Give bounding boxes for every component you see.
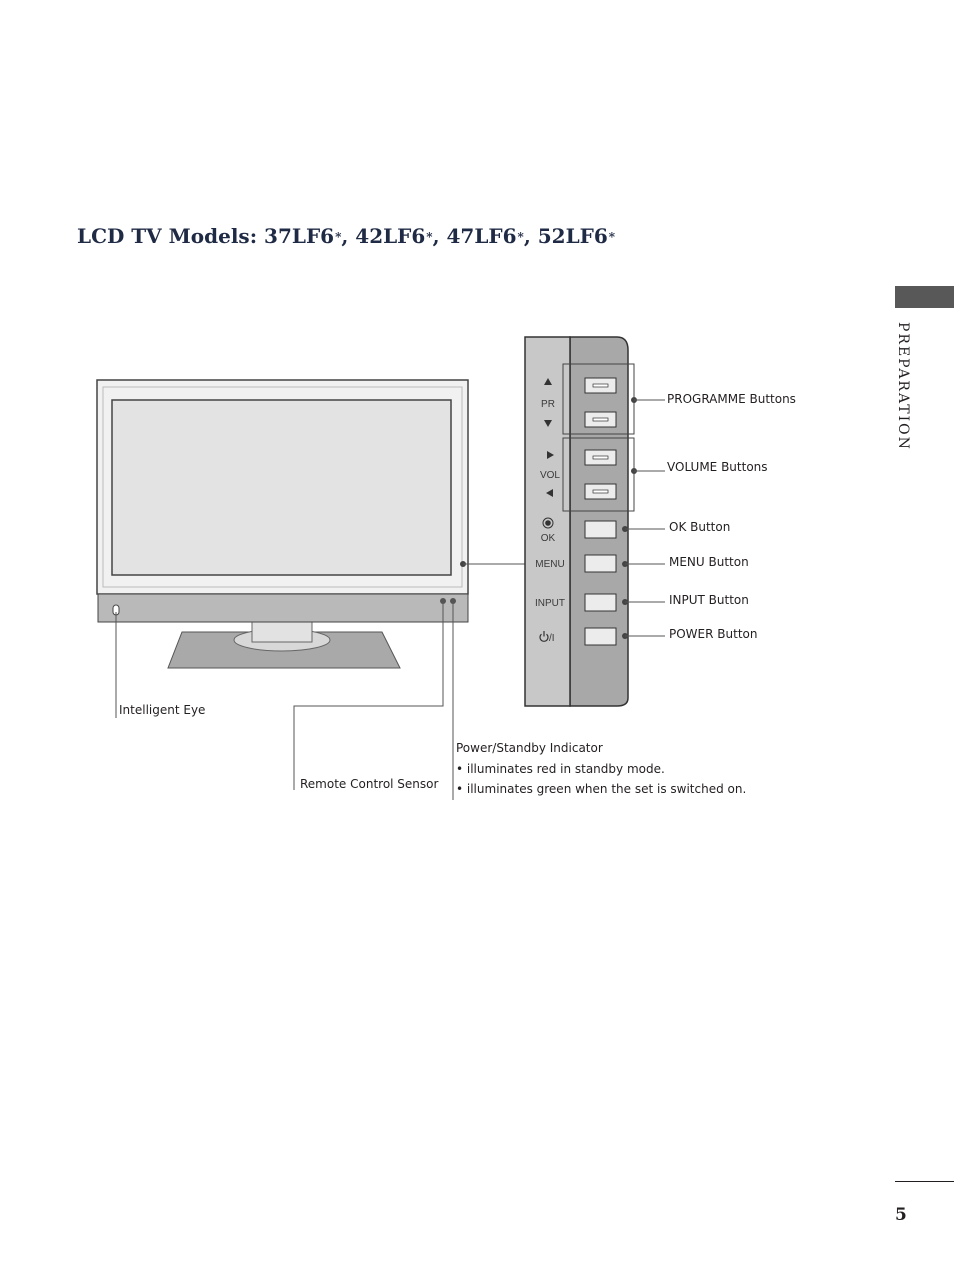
power-icon [539, 631, 549, 642]
section-label: PREPARATION [895, 322, 917, 452]
tv-stand-neck [251, 621, 313, 643]
triangle-down-icon [544, 420, 552, 427]
ok-circle-icon [542, 517, 554, 529]
model-separator: , [432, 224, 447, 248]
power-indicator-dot [450, 598, 456, 604]
pr-up-button[interactable] [584, 377, 617, 394]
vol-label: VOL [540, 470, 560, 481]
remote-sensor-label: Remote Control Sensor [300, 777, 439, 791]
power-button-label: POWER Button [669, 627, 758, 641]
pr-down-button[interactable] [584, 411, 617, 428]
model-separator: , [341, 224, 356, 248]
power-label: /I [549, 633, 555, 644]
indicator-note-standby: • illuminates red in standby mode. [456, 762, 665, 776]
triangle-left-icon [546, 489, 553, 497]
model-42: 42LF6 [355, 224, 426, 248]
indicator-note-on: • illuminates green when the set is swit… [456, 782, 747, 796]
remote-sensor-dot [440, 598, 446, 604]
pr-label: PR [541, 399, 555, 410]
programme-buttons-label: PROGRAMME Buttons [667, 392, 796, 406]
volume-group-bracket [562, 437, 635, 512]
section-label-text: PREPARATION [895, 322, 911, 451]
triangle-up-icon [544, 378, 552, 385]
ok-button[interactable] [584, 520, 617, 539]
model-47: 47LF6 [446, 224, 517, 248]
model-marker: * [335, 230, 342, 244]
indicator-title: Power/Standby Indicator [456, 741, 603, 755]
model-52: 52LF6 [537, 224, 608, 248]
model-marker: * [426, 230, 433, 244]
title-prefix: LCD TV Models: [77, 224, 265, 248]
volume-buttons-label: VOLUME Buttons [667, 460, 768, 474]
triangle-right-icon [547, 451, 554, 459]
intelligent-eye-label: Intelligent Eye [119, 703, 206, 717]
input-button-label: INPUT Button [669, 593, 749, 607]
page-number-rule [895, 1181, 954, 1182]
tv-bezel-inner [102, 386, 463, 588]
input-button[interactable] [584, 593, 617, 612]
page-title: LCD TV Models: 37LF6*, 42LF6*, 47LF6*, 5… [77, 224, 615, 248]
vol-up-button[interactable] [584, 449, 617, 466]
page-number: 5 [895, 1205, 907, 1225]
model-37: 37LF6 [264, 224, 335, 248]
model-marker: * [608, 230, 616, 244]
input-label: INPUT [535, 598, 565, 609]
menu-label: MENU [535, 559, 564, 570]
tv-screen [111, 399, 452, 576]
section-tab-marker [895, 286, 954, 308]
vol-down-button[interactable] [584, 483, 617, 500]
ok-button-label: OK Button [669, 520, 731, 534]
remote-sensor-callout-line [293, 604, 444, 790]
model-separator: , [523, 224, 538, 248]
menu-button-label: MENU Button [669, 555, 749, 569]
ok-label: OK [541, 533, 556, 544]
menu-button[interactable] [584, 554, 617, 573]
power-button[interactable] [584, 627, 617, 646]
tv-speaker-bar [97, 593, 469, 623]
model-marker: * [517, 230, 524, 244]
